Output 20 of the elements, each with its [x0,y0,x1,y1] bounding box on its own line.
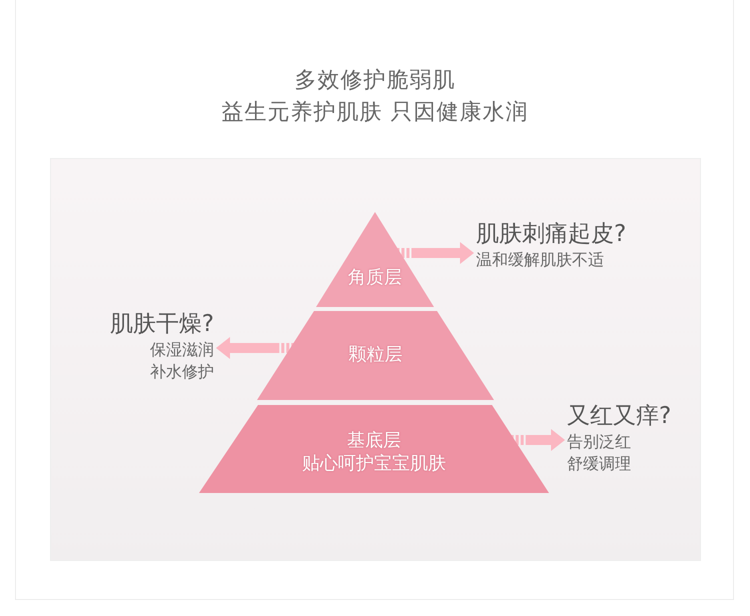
subheading: 益生元养护肌肤 只因健康水润 [220,99,530,127]
block-arrow [396,242,474,264]
block-arrow [216,337,294,359]
layer-name: 基底层 [347,430,401,452]
pyramid-layer [316,212,434,307]
callout-text: 告别泛红 [567,431,631,453]
callout-text: 保湿滋润 [150,339,214,361]
pyramid-layer [257,311,494,400]
callout-text: 舒缓调理 [567,453,631,475]
layer-name: 角质层 [348,266,402,289]
callout-title: 肌肤刺痛起皮? [476,220,626,249]
heading: 多效修护脆弱肌 [294,67,456,95]
pyramid-layer [199,405,549,493]
callout-text: 温和缓解肌肤不适 [476,249,604,271]
callout-text: 补水修护 [150,361,214,383]
callout-title: 肌肤干燥? [110,310,214,339]
block-arrow [510,429,565,451]
layer-name: 颗粒层 [348,344,402,366]
layer-description: 贴心呵护宝宝肌肤 [302,452,446,475]
callout-title: 又红又痒? [567,402,672,431]
